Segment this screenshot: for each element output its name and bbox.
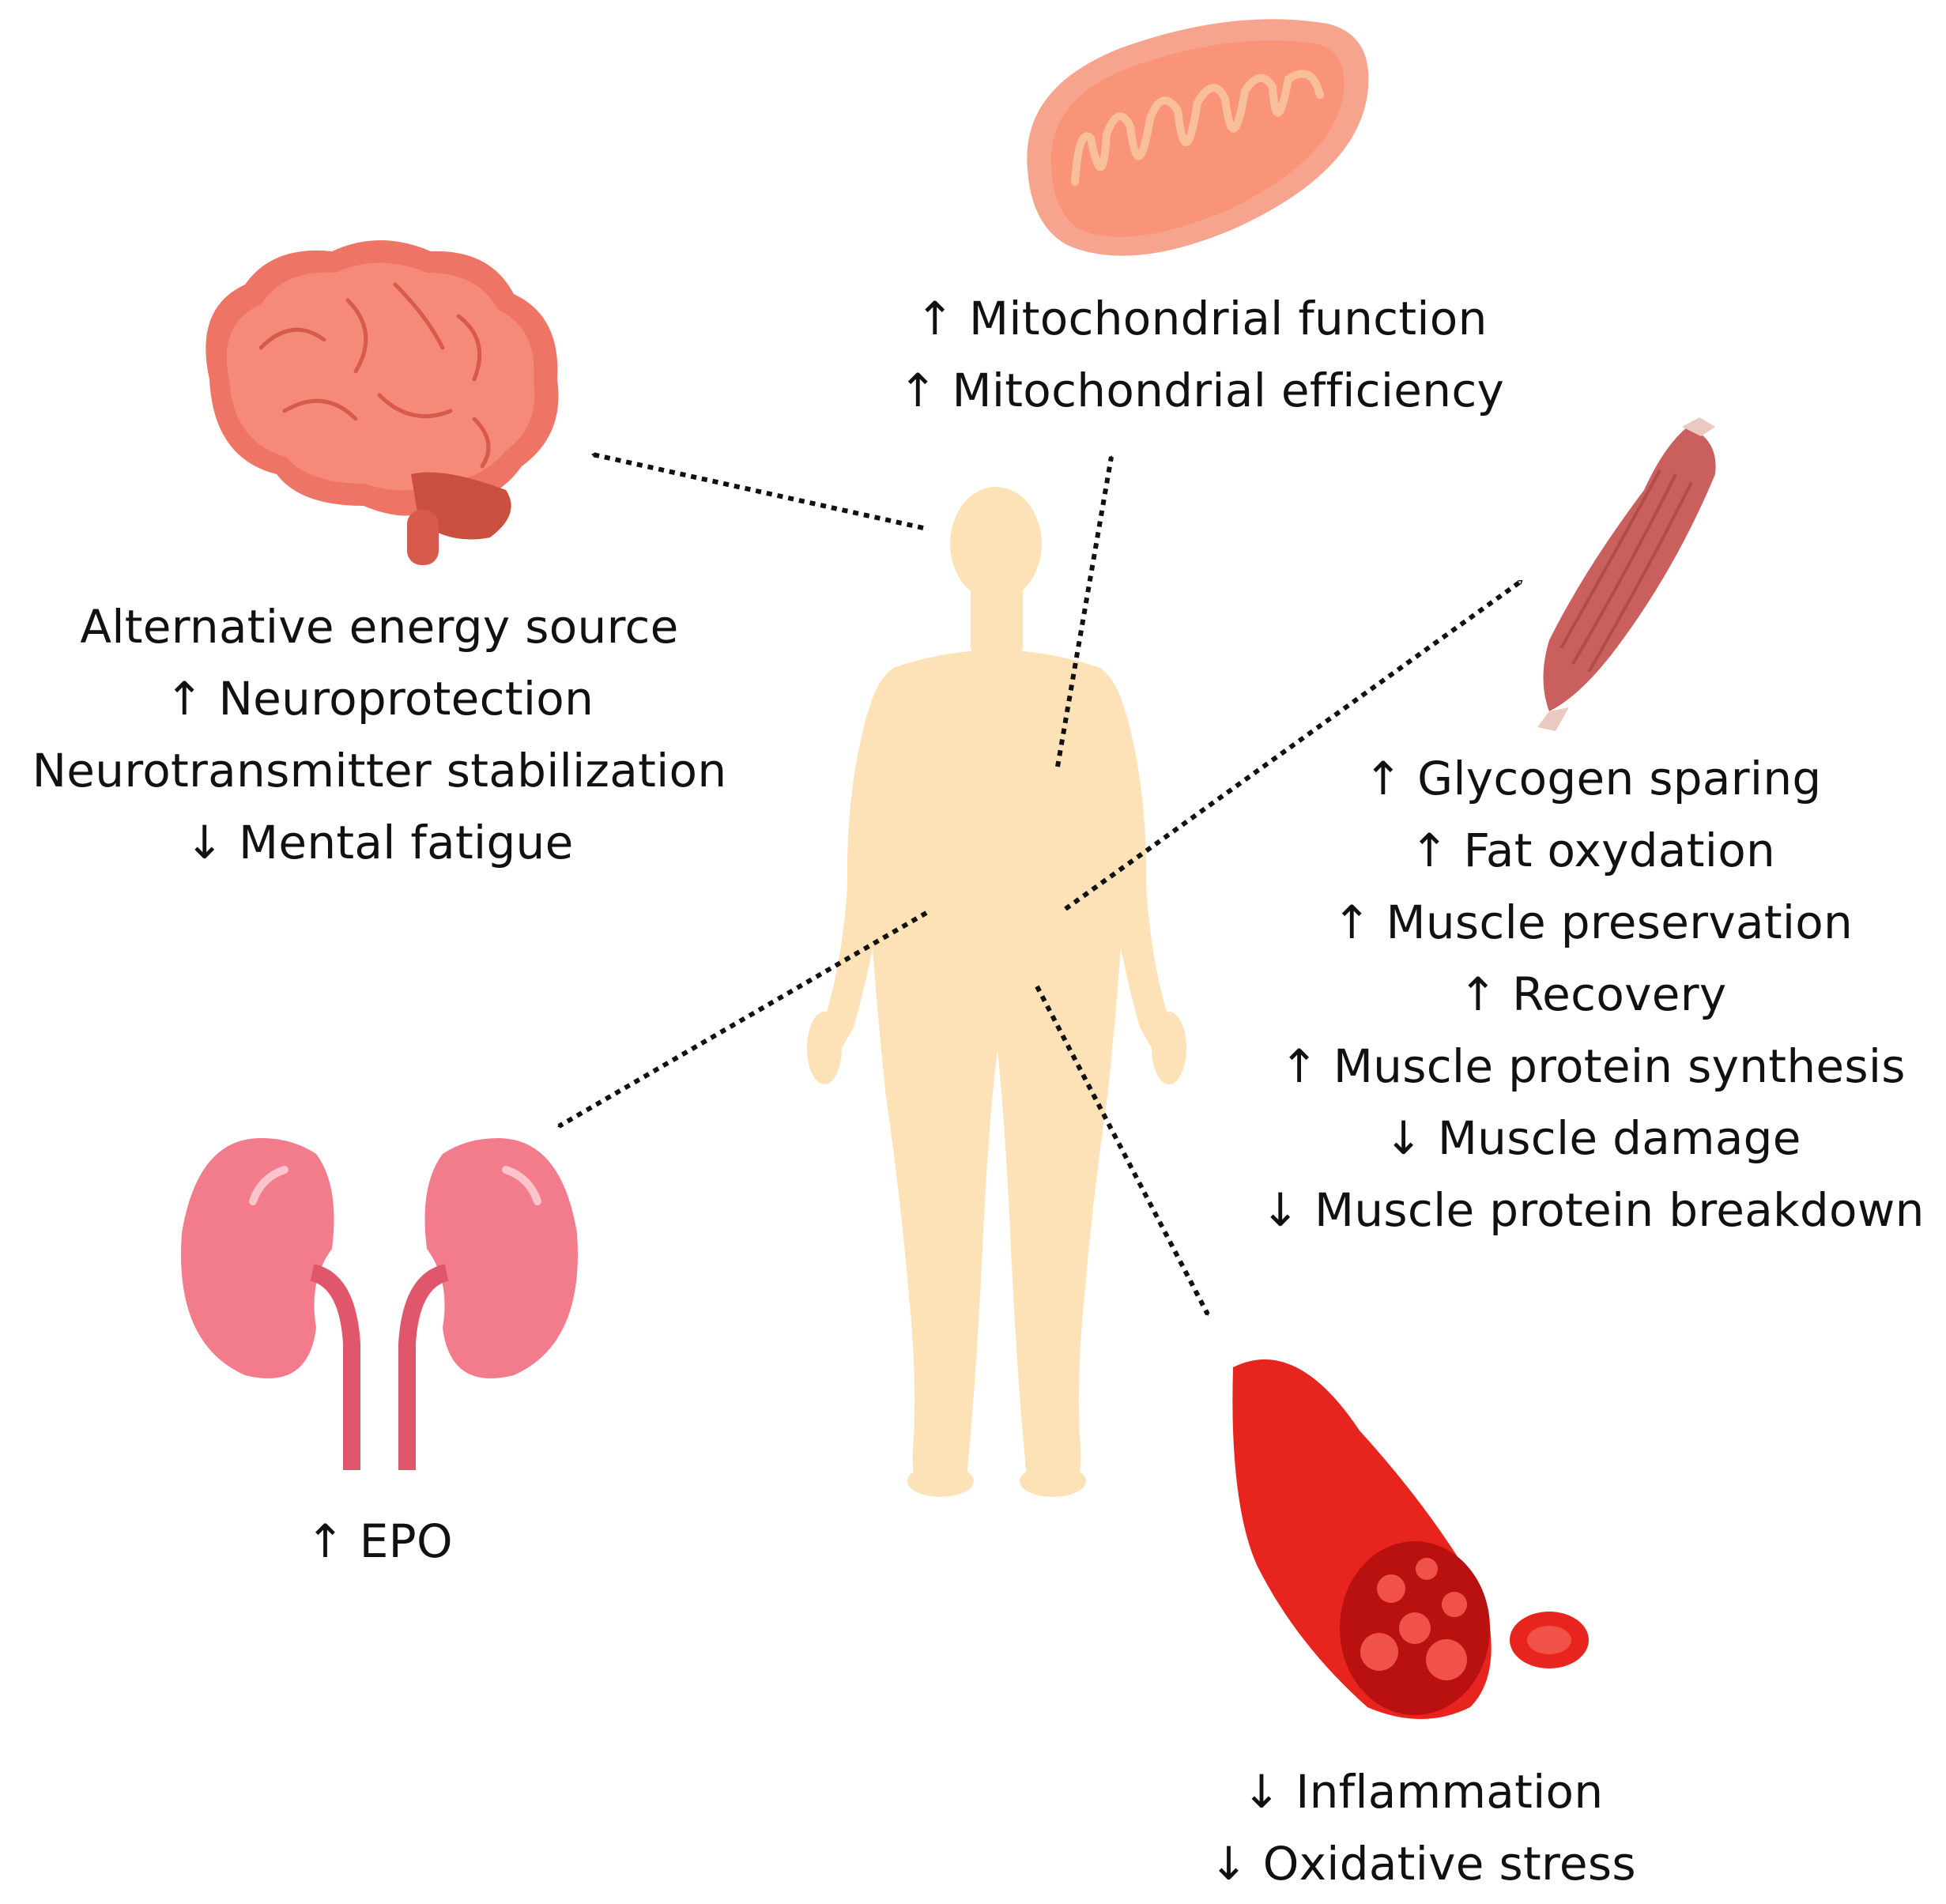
mitochondria-effects: ↑ Mitochondrial function ↑ Mitochondrial… xyxy=(846,283,1557,427)
effect-line: ↑ Mitochondrial efficiency xyxy=(898,364,1505,417)
blood-vessel-icon xyxy=(1232,1359,1589,1719)
kidney-effects: ↑ EPO xyxy=(221,1506,537,1578)
brain-effects: Alternative energy source ↑ Neuroprotect… xyxy=(16,591,743,879)
effect-line: ↑ Glycogen sparing xyxy=(1363,752,1822,805)
effect-line: ↓ Oxidative stress xyxy=(1209,1837,1636,1891)
effect-line: ↑ Muscle protein synthesis xyxy=(1280,1039,1906,1093)
brain-icon xyxy=(206,240,559,565)
effect-line: ↑ Mitochondrial function xyxy=(915,292,1488,345)
human-body-silhouette-icon xyxy=(807,487,1186,1497)
muscle-effects: ↑ Glycogen sparing ↑ Fat oxydation ↑ Mus… xyxy=(1249,743,1937,1246)
mitochondria-icon xyxy=(1027,19,1369,256)
muscle-icon xyxy=(1537,417,1716,731)
blood-vessel-effects: ↓ Inflammation ↓ Oxidative stress xyxy=(1122,1756,1723,1900)
effect-line: ↓ Mental fatigue xyxy=(185,816,574,869)
effect-line: ↓ Muscle damage xyxy=(1384,1111,1801,1165)
kidney-icon xyxy=(181,1138,578,1470)
effect-line: ↑ EPO xyxy=(306,1514,453,1568)
arrow-to-kidney xyxy=(557,911,928,1129)
effect-line: Alternative energy source xyxy=(80,600,679,654)
arrow-to-muscle xyxy=(1064,579,1523,911)
effect-line: ↑ Muscle preservation xyxy=(1332,895,1854,949)
arrow-to-mitochondria xyxy=(1055,455,1114,767)
effect-line: ↓ Inflammation xyxy=(1242,1765,1604,1819)
effect-line: ↑ Recovery xyxy=(1458,967,1727,1021)
effect-line: ↑ Fat oxydation xyxy=(1409,824,1776,877)
effect-line: ↓ Muscle protein breakdown xyxy=(1261,1183,1925,1237)
arrow-to-brain xyxy=(591,452,924,530)
effect-line: ↑ Neuroprotection xyxy=(164,672,594,726)
effect-line: Neurotransmitter stabilization xyxy=(32,744,727,797)
arrows xyxy=(557,452,1523,1316)
